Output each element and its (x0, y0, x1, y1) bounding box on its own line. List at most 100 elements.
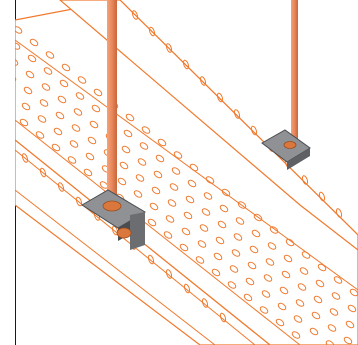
perforation-hole (217, 220, 227, 229)
near-wall-perforation-hole (183, 283, 191, 294)
perforation-hole (153, 170, 163, 179)
perforated-cable-tray (3, 0, 358, 345)
perforation-hole (215, 236, 225, 245)
perforation-hole (71, 124, 81, 132)
perforation-hole (141, 126, 151, 134)
perforation-hole (233, 233, 243, 241)
perforation-hole (171, 167, 181, 175)
perforation-hole (267, 242, 277, 250)
perforation-hole (221, 188, 231, 197)
perforation-hole (261, 290, 271, 298)
perforation-hole (73, 108, 83, 116)
perforation-hole (325, 340, 335, 345)
perforation-hole (51, 143, 61, 152)
perforation-hole (181, 227, 191, 236)
perforation-hole (269, 226, 279, 234)
wall-perforation-hole (182, 59, 190, 70)
perforation-hole (227, 281, 237, 289)
perforation-hole (293, 315, 303, 323)
perforation-hole (19, 118, 29, 127)
perforation-hole (203, 192, 213, 200)
perforation-hole (219, 204, 229, 213)
perforation-hole (57, 95, 67, 104)
perforation-hole (265, 258, 275, 266)
perforation-hole (279, 286, 289, 295)
perforation-hole (135, 174, 145, 182)
perforation-hole (187, 179, 197, 188)
perforation-hole (147, 218, 157, 227)
perforation-hole (83, 168, 93, 177)
near-wall-perforation-hole (21, 153, 29, 163)
perforation-hole (277, 302, 287, 311)
perforation-hole (291, 331, 301, 339)
perforation-hole (189, 163, 199, 172)
near-wall-perforation-hole (57, 182, 65, 192)
perforation-hole (25, 70, 35, 79)
perforation-hole (35, 131, 45, 139)
wall-perforation-hole (335, 208, 343, 218)
perforation-hole (331, 292, 341, 300)
perforation-hole (347, 304, 357, 313)
perforation-hole (333, 276, 343, 284)
perforation-hole (15, 26, 23, 34)
perforation-hole (243, 293, 253, 302)
perforation-hole (157, 138, 167, 147)
near-wall-perforation-hole (147, 254, 155, 265)
perforation-hole (199, 224, 209, 232)
near-wall-perforation-hole (75, 196, 83, 207)
perforation-hole (251, 229, 261, 238)
perforation-hole (205, 176, 215, 184)
perforation-hole (67, 156, 77, 164)
perforation-hole (173, 151, 183, 159)
perforation-hole (149, 202, 159, 211)
threaded-rod-left (107, 0, 117, 212)
perforation-hole (15, 42, 21, 50)
perforation-hole (139, 142, 149, 150)
perforation-hole (235, 217, 245, 225)
wall-perforation-hole (216, 92, 224, 103)
perforation-hole (15, 74, 17, 82)
perforation-hole (3, 105, 13, 114)
perforation-hole (297, 283, 307, 291)
perforation-hole (285, 238, 295, 247)
perforation-hole (317, 263, 327, 272)
perforation-hole (91, 104, 101, 113)
perforation-hole (61, 63, 71, 72)
perforation-hole (43, 67, 53, 75)
perforation-hole (125, 113, 135, 122)
perforation-hole (185, 195, 195, 204)
perforation-hole (195, 256, 205, 264)
perforation-hole (259, 306, 269, 314)
perforation-hole (311, 311, 321, 320)
perforation-hole (309, 327, 319, 336)
perforation-hole (231, 249, 241, 257)
perforation-hole (237, 201, 247, 209)
perforation-hole (53, 127, 63, 136)
perforation-hole (87, 136, 97, 145)
threaded-rod-right (291, 0, 298, 150)
perforation-hole (201, 208, 211, 216)
near-wall-perforation-hole (219, 312, 227, 323)
perforation-hole (183, 211, 193, 220)
wall-perforation-hole (233, 109, 241, 119)
perforation-hole (229, 265, 239, 273)
near-wall-perforation-hole (201, 298, 209, 308)
perforation-hole (315, 279, 325, 288)
perforation-hole (329, 308, 339, 316)
near-wall-perforation-hole (39, 167, 47, 178)
perforation-hole (5, 89, 15, 98)
perforation-hole (151, 186, 161, 195)
wall-perforation-hole (148, 26, 156, 37)
wall-perforation-hole (199, 76, 207, 86)
perforation-hole (165, 215, 175, 223)
perforation-hole (45, 51, 55, 59)
perforation-hole (59, 79, 69, 88)
angle-bracket-left (81, 189, 146, 250)
perforation-hole (211, 268, 221, 277)
perforation-hole (167, 199, 177, 207)
perforation-hole (155, 154, 165, 163)
perforation-hole (15, 58, 19, 66)
perforation-hole (299, 267, 309, 275)
perforation-hole (121, 145, 131, 154)
